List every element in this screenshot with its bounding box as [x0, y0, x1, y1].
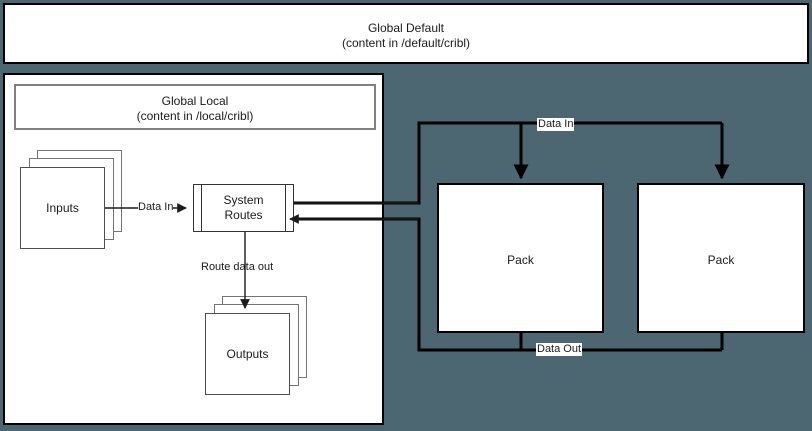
- pack-left-node[interactable]: Pack: [437, 183, 604, 333]
- pack-left-label: Pack: [507, 253, 534, 267]
- global-local-header-box: Global Local (content in /local/cribl): [14, 84, 376, 130]
- global-local-subtitle: (content in /local/cribl): [136, 109, 254, 123]
- outputs-node[interactable]: Outputs: [205, 296, 307, 396]
- pack-right-node[interactable]: Pack: [637, 183, 805, 333]
- system-routes-label: System Routes: [194, 193, 293, 223]
- system-routes-label-line1: System: [223, 193, 264, 207]
- global-default-subtitle: (content in /default/cribl): [341, 36, 471, 50]
- inputs-label: Inputs: [46, 201, 79, 215]
- global-local-caption: Global Local (content in /local/cribl): [16, 94, 374, 124]
- edge-label-data-in-packs: Data In: [537, 118, 575, 131]
- outputs-label: Outputs: [226, 347, 269, 361]
- system-routes-left-bar: [201, 185, 202, 231]
- global-default-title: Global Default: [367, 21, 445, 35]
- system-routes-right-bar: [285, 185, 286, 231]
- inputs-node[interactable]: Inputs: [20, 150, 122, 250]
- edge-label-data-out-packs: Data Out: [536, 343, 583, 356]
- global-default-caption: Global Default (content in /default/crib…: [5, 21, 807, 51]
- inputs-sheet-front: [20, 167, 105, 249]
- outputs-sheet-front: [205, 313, 290, 395]
- global-local-title: Global Local: [161, 94, 229, 108]
- edge-label-data-in-routes: Data In: [138, 201, 174, 214]
- global-default-panel: Global Default (content in /default/crib…: [3, 3, 809, 64]
- system-routes-label-line2: Routes: [224, 208, 263, 222]
- pack-right-label: Pack: [707, 253, 735, 267]
- system-routes-node[interactable]: System Routes: [193, 184, 294, 232]
- edge-label-route-data-out: Route data out: [201, 261, 274, 273]
